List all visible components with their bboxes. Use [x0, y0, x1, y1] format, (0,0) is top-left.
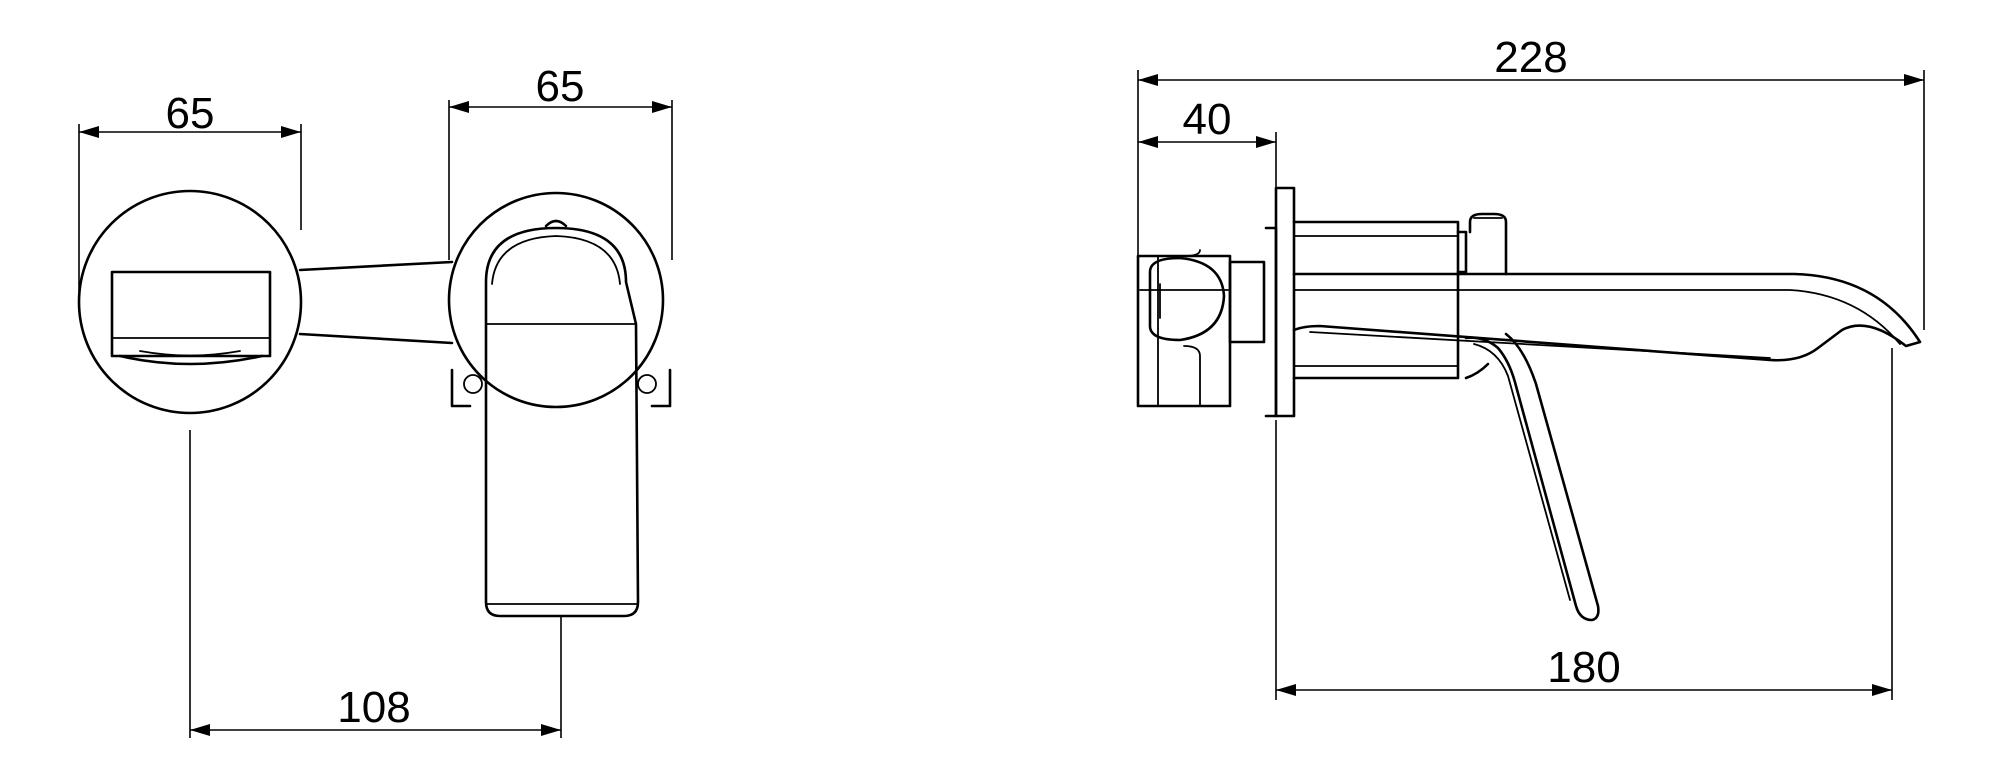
- dim-label-body-depth: 40: [1183, 95, 1232, 144]
- front-view: 65 65 108: [77, 62, 673, 738]
- spout-arm: [298, 260, 454, 345]
- dim-label-overall-depth: 228: [1494, 33, 1567, 82]
- dim-label-escutcheon-width: 65: [166, 89, 215, 138]
- mixer-cylinder: [1292, 212, 1508, 380]
- dim-centre-distance: 108: [189, 430, 562, 738]
- dim-label-centre-distance: 108: [337, 683, 410, 732]
- side-view: 228 40 180: [1136, 33, 1925, 700]
- dim-label-spout-projection: 180: [1547, 643, 1620, 692]
- mixer-backplate: [447, 191, 672, 409]
- wall-plate: [1264, 186, 1296, 418]
- lever-side: [1464, 332, 1600, 622]
- lever-handle: [484, 219, 640, 618]
- dim-body-depth: 40: [1138, 95, 1277, 226]
- concealed-body: [1136, 249, 1266, 408]
- dim-overall-depth: 228: [1137, 33, 1925, 406]
- dim-mixer-width: 65: [448, 62, 673, 260]
- spout: [1292, 272, 1922, 362]
- spout-escutcheon: [77, 189, 303, 415]
- dim-label-mixer-width: 65: [536, 62, 585, 111]
- dim-spout-projection: 180: [1275, 348, 1893, 700]
- dim-escutcheon-width: 65: [78, 89, 302, 292]
